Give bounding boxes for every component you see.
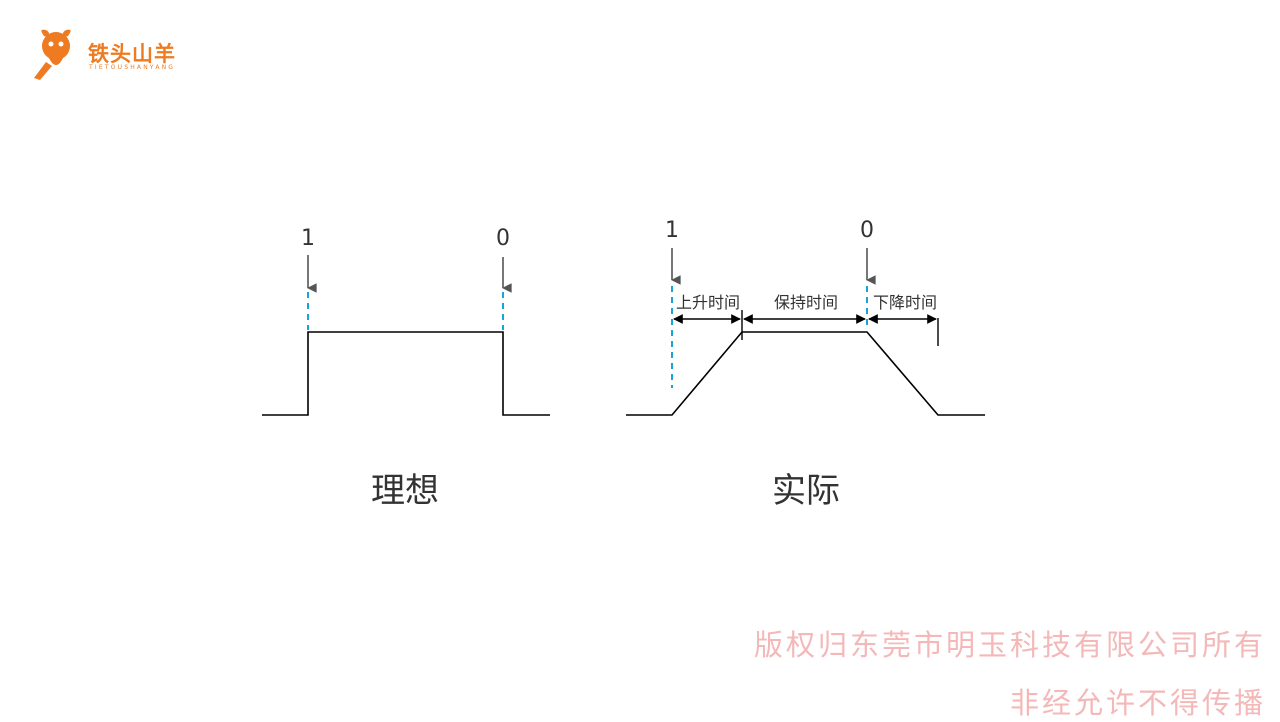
ideal-caption: 理想 [371,471,439,511]
watermark-line-1: 版权归东莞市明玉科技有限公司所有 [753,628,1266,662]
actual-caption: 实际 [772,471,840,511]
logo-name: 铁头山羊 [88,42,176,66]
ideal-marker-end: 0 [496,226,510,251]
actual-diagram: 1 0 上升时间 保持时间 下降时间 实际 [626,218,985,511]
fall-time-label: 下降时间 [873,293,937,312]
ideal-waveform [262,331,550,416]
ideal-diagram: 1 0 理想 [262,226,550,511]
hold-time-label: 保持时间 [774,293,838,312]
actual-marker-start: 1 [665,218,679,243]
ideal-marker-start: 1 [301,226,315,251]
actual-marker-end: 0 [860,218,874,243]
rise-time-label: 上升时间 [676,293,740,312]
actual-waveform [626,331,985,416]
logo-subtitle: TIETOUSHANYANG [89,64,176,71]
goat-head-icon [34,29,71,80]
logo: 铁头山羊 TIETOUSHANYANG [26,26,216,82]
watermark-line-2: 非经允许不得传播 [1009,686,1266,720]
